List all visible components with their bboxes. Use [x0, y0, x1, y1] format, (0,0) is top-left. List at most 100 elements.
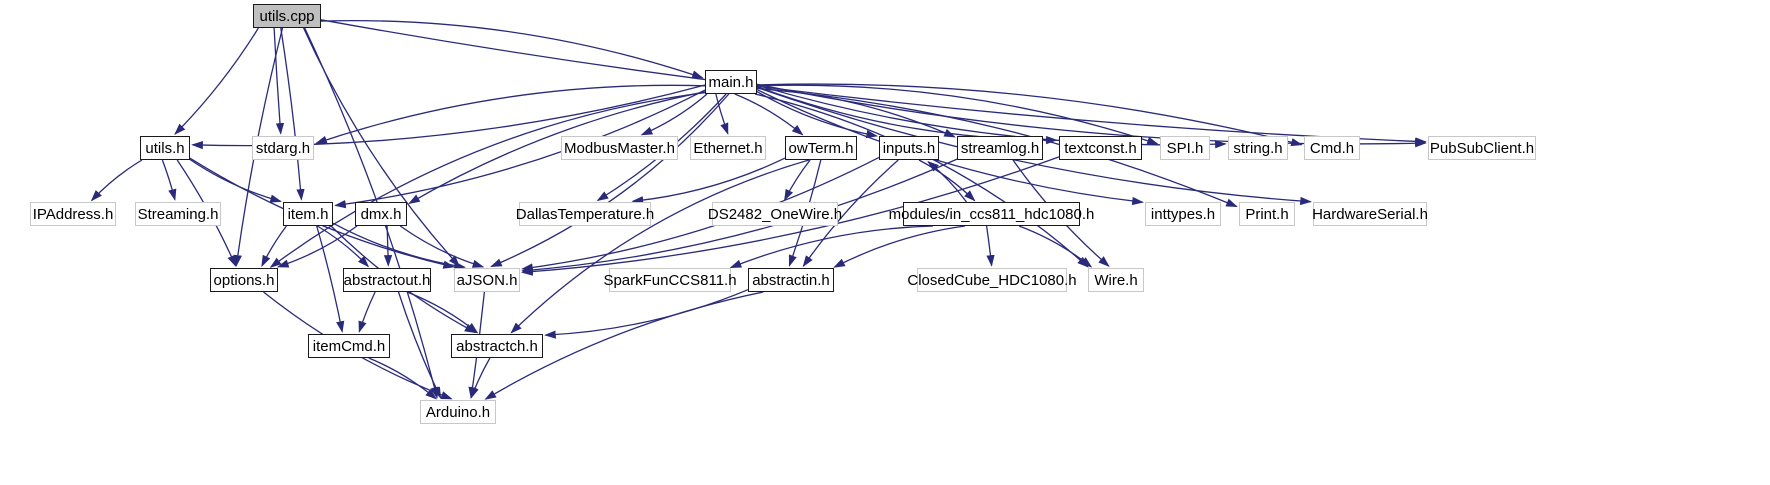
graph-edge [317, 225, 370, 268]
graph-edge [273, 27, 285, 135]
graph-edge [729, 225, 934, 269]
graph-node-label: Print.h [1245, 205, 1289, 223]
graph-edge [756, 91, 878, 139]
graph-edge [484, 291, 764, 400]
graph-edge [784, 159, 811, 202]
graph-edge [174, 27, 259, 135]
graph-edge [927, 160, 968, 203]
graph-edge [399, 225, 485, 268]
graph-node-label: ModbusMaster.h [564, 139, 675, 157]
graph-edge [833, 225, 966, 268]
graph-node-utils-cpp[interactable]: utils.cpp [253, 4, 321, 28]
graph-node-dallastemp-h[interactable]: DallasTemperature.h [516, 202, 654, 226]
graph-edge [756, 83, 1303, 147]
graph-node-closedcube-h[interactable]: ClosedCube_HDC1080.h [907, 268, 1077, 292]
graph-edge [754, 93, 1089, 268]
graph-edge [320, 19, 1427, 146]
graph-node-itemcmd-h[interactable]: itemCmd.h [308, 334, 390, 358]
graph-node-label: modules/in_ccs811_hdc1080.h [888, 205, 1095, 223]
graph-node-ajson-h[interactable]: aJSON.h [454, 268, 520, 292]
graph-edge [490, 93, 730, 268]
graph-edge [640, 93, 708, 136]
graph-node-dmx-h[interactable]: dmx.h [355, 202, 407, 226]
graph-node-label: PubSubClient.h [1429, 139, 1535, 157]
graph-node-label: DS2482_OneWire.h [707, 205, 843, 223]
graph-node-print-h[interactable]: Print.h [1239, 202, 1295, 226]
graph-node-label: utils.cpp [259, 7, 315, 25]
graph-edge [756, 89, 1144, 206]
graph-node-label: owTerm.h [788, 139, 854, 157]
graph-edge [383, 225, 393, 267]
graph-node-pubsubclient-h[interactable]: PubSubClient.h [1428, 136, 1536, 160]
graph-edge [510, 159, 810, 334]
graph-edge [756, 86, 1312, 206]
graph-node-string-h[interactable]: string.h [1228, 136, 1288, 160]
graph-edge [406, 291, 479, 334]
graph-node-inttypes-h[interactable]: inttypes.h [1145, 202, 1221, 226]
graph-node-label: textconst.h [1064, 139, 1137, 157]
graph-node-label: Cmd.h [1309, 139, 1355, 157]
graph-edge [334, 89, 706, 209]
graph-edge [631, 157, 786, 205]
graph-node-label: aJSON.h [456, 271, 518, 289]
graph-edge [316, 225, 345, 333]
graph-node-arduino-h[interactable]: Arduino.h [420, 400, 496, 424]
graph-node-owterm-h[interactable]: owTerm.h [785, 136, 857, 160]
graph-edge [397, 291, 442, 399]
graph-edge [261, 225, 287, 268]
graph-node-modules-ccs-h[interactable]: modules/in_ccs811_hdc1080.h [889, 202, 1094, 226]
graph-node-label: SparkFunCCS811.h [603, 271, 737, 289]
graph-node-abstractout-h[interactable]: abstractout.h [343, 268, 431, 292]
graph-node-stdarg-h[interactable]: stdarg.h [252, 136, 314, 160]
graph-edge [756, 83, 1427, 148]
graph-node-modbusmaster-h[interactable]: ModbusMaster.h [561, 136, 678, 160]
graph-node-abstractin-h[interactable]: abstractin.h [748, 268, 834, 292]
graph-node-item-h[interactable]: item.h [283, 202, 333, 226]
graph-node-ethernet-h[interactable]: Ethernet.h [690, 136, 766, 160]
graph-edge [734, 93, 804, 136]
graph-edge [408, 91, 706, 204]
graph-edge [303, 27, 460, 267]
graph-edge [756, 87, 1238, 208]
graph-edge [521, 156, 880, 272]
graph-edge [521, 156, 1060, 276]
graph-node-spi-h[interactable]: SPI.h [1160, 136, 1210, 160]
graph-edge [715, 93, 729, 135]
graph-node-label: Streaming.h [137, 205, 219, 223]
graph-node-label: inputs.h [882, 139, 936, 157]
graph-node-label: abstractin.h [752, 271, 830, 289]
graph-node-wire-h[interactable]: Wire.h [1088, 268, 1144, 292]
graph-edge [756, 84, 1159, 145]
graph-node-hardwareserial-h[interactable]: HardwareSerial.h [1312, 202, 1428, 226]
graph-node-abstractch-h[interactable]: abstractch.h [451, 334, 543, 358]
graph-node-inputs-h[interactable]: inputs.h [879, 136, 939, 160]
graph-node-ipaddress-h[interactable]: IPAddress.h [30, 202, 116, 226]
graph-node-label: main.h [708, 73, 754, 91]
graph-node-label: Wire.h [1094, 271, 1138, 289]
graph-edge [315, 84, 706, 144]
graph-edge [320, 19, 704, 79]
graph-edge [521, 158, 958, 275]
graph-node-label: Ethernet.h [693, 139, 763, 157]
graph-node-options-h[interactable]: options.h [210, 268, 278, 292]
graph-edge [280, 27, 305, 201]
graph-node-label: dmx.h [360, 205, 402, 223]
graph-node-utils-h[interactable]: utils.h [140, 136, 190, 160]
graph-node-sparkfun-h[interactable]: SparkFunCCS811.h [603, 268, 737, 292]
graph-node-streamlog-h[interactable]: streamlog.h [957, 136, 1043, 160]
graph-node-main-h[interactable]: main.h [705, 70, 757, 94]
graph-edge [90, 159, 143, 202]
graph-edge [276, 225, 358, 268]
graph-node-streaming-h[interactable]: Streaming.h [135, 202, 221, 226]
graph-node-cmd-h[interactable]: Cmd.h [1304, 136, 1360, 160]
graph-node-ds2482-h[interactable]: DS2482_OneWire.h [708, 202, 842, 226]
graph-node-textconst-h[interactable]: textconst.h [1059, 136, 1142, 160]
graph-node-label: stdarg.h [255, 139, 311, 157]
graph-node-label: options.h [213, 271, 275, 289]
graph-edge [1018, 225, 1093, 268]
graph-node-label: ClosedCube_HDC1080.h [907, 271, 1077, 289]
graph-edge [161, 159, 177, 201]
graph-node-label: abstractout.h [343, 271, 431, 289]
graph-edge [985, 225, 995, 267]
